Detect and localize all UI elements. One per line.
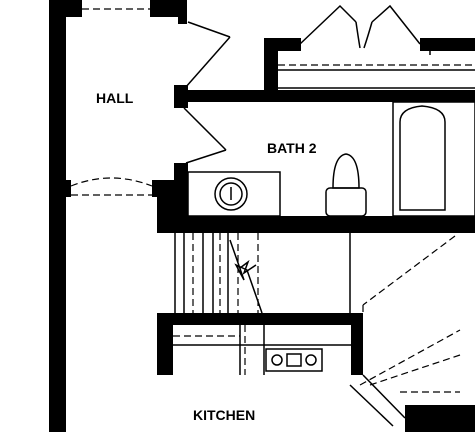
- bath-door-leaf: [183, 107, 227, 151]
- burner-2: [305, 354, 317, 366]
- fixture-lines: [173, 4, 475, 427]
- overhead-dashed-diagonal: [362, 235, 456, 306]
- kitchen-top-wall: [157, 313, 363, 325]
- bath-door-leaf-2: [185, 149, 227, 164]
- stair-break-zigzag: [239, 259, 257, 275]
- closet-top-wall-right: [420, 38, 475, 51]
- closet-door-left: [299, 4, 357, 45]
- kitchen-left-post: [157, 313, 173, 375]
- hall-door-upper-leaf-2: [184, 36, 231, 89]
- kitchen-right-post: [351, 313, 363, 375]
- kitchen-corner-dashed: [359, 329, 461, 386]
- room-label-kitchen: KITCHEN: [193, 407, 255, 423]
- bathtub-outer: [392, 101, 475, 217]
- closet-left-wall: [264, 38, 278, 102]
- kitchen-corner-dashed-2: [369, 354, 461, 386]
- toilet-tank: [325, 187, 367, 217]
- cooktop-knobs: [286, 353, 302, 367]
- sink-outer: [214, 177, 248, 211]
- closet-door-right: [371, 4, 421, 45]
- corner-counter-diagonal: [362, 374, 406, 419]
- hall-bottom-arch: [70, 177, 153, 187]
- hall-door-upper-leaf: [187, 21, 231, 38]
- closet-door-left-curve: [355, 21, 361, 49]
- stair-bath-wall: [157, 216, 475, 233]
- stair-left-post: [157, 180, 175, 233]
- bath-top-wall: [180, 90, 475, 102]
- burner-1: [271, 354, 283, 366]
- dashed-lines: [70, 8, 475, 393]
- cooktop: [265, 348, 323, 372]
- closet-top-wall-left: [264, 38, 301, 51]
- closet-door-right-curve: [363, 21, 373, 49]
- top-wall-left: [49, 0, 82, 17]
- toilet-bowl: [332, 153, 360, 189]
- hall-top-jamb: [178, 0, 187, 24]
- room-label-hall: HALL: [96, 90, 134, 106]
- room-label-bath: BATH 2: [267, 140, 317, 156]
- vanity-counter: [187, 171, 281, 217]
- walls: [49, 0, 475, 432]
- bathtub-inner: [399, 105, 446, 211]
- stair-break-line: [229, 239, 263, 314]
- kitchen-corner-wall: [405, 405, 475, 432]
- sink-inner: [219, 182, 243, 206]
- corner-counter-diagonal-2: [349, 384, 394, 427]
- left-exterior-wall: [49, 0, 66, 432]
- top-wall-mid: [150, 0, 187, 17]
- hall-bottom-wall-left: [49, 180, 71, 197]
